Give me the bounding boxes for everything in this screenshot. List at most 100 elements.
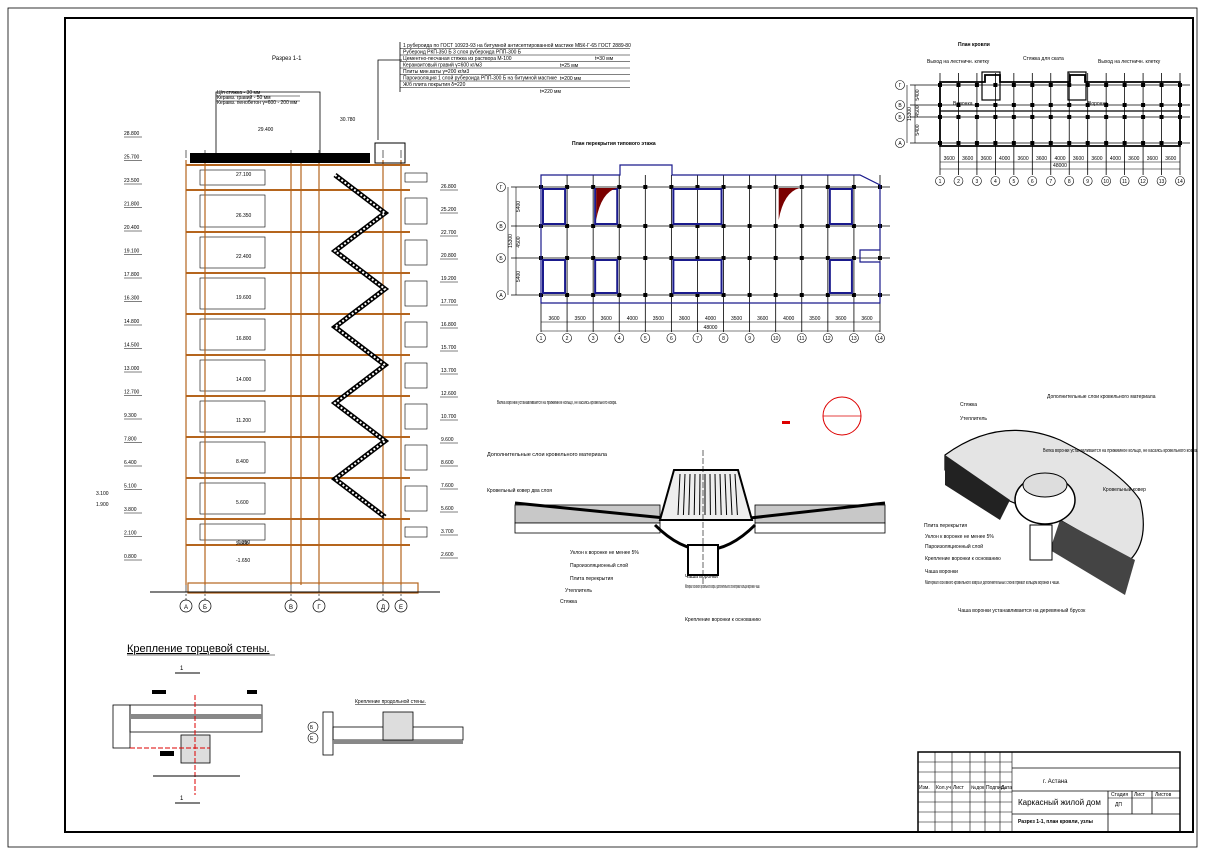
axis-marker bbox=[198, 599, 212, 613]
axis-marker bbox=[990, 176, 1001, 186]
column-node bbox=[747, 293, 752, 297]
project-name: Каркасный жилой дом bbox=[1018, 798, 1101, 807]
window bbox=[199, 277, 266, 310]
axis-marker bbox=[1064, 176, 1075, 186]
balcony bbox=[404, 362, 428, 389]
sheet-title: Разрез 1-1, план кровли, узлы bbox=[1018, 819, 1093, 825]
level-mark: 14.500 bbox=[124, 343, 140, 349]
level-mark: 16.800 bbox=[441, 322, 457, 328]
axis-marker bbox=[895, 112, 905, 122]
column-node bbox=[799, 256, 804, 260]
level-mark: 1.900 bbox=[96, 502, 109, 508]
callout-label: Пароизоляционный слой bbox=[925, 543, 983, 550]
axis-marker bbox=[1009, 176, 1019, 186]
row-axis-label: А bbox=[499, 293, 503, 299]
axis-marker bbox=[895, 138, 905, 148]
roof-plan-title: План кровли bbox=[958, 42, 990, 48]
column-node bbox=[617, 293, 622, 297]
column-node bbox=[1104, 141, 1109, 145]
spec-line: Рубероид РКП-350 Б 3 слоя рубероида РПП-… bbox=[403, 50, 522, 56]
column-node bbox=[721, 224, 726, 228]
drain-cap-icon bbox=[1022, 472, 1068, 498]
level-mark: 5.100 bbox=[124, 484, 137, 490]
callout-label: Чаша воронки bbox=[685, 574, 718, 580]
column-node bbox=[669, 256, 674, 260]
column-node bbox=[747, 256, 752, 260]
axis-marker bbox=[718, 333, 729, 343]
axis-marker bbox=[666, 333, 677, 343]
axis-marker bbox=[640, 333, 651, 343]
level-mark: 5.600 bbox=[441, 506, 454, 512]
slab-panel bbox=[672, 259, 723, 294]
level-mark: 11.200 bbox=[236, 418, 251, 424]
column-node bbox=[617, 185, 622, 189]
section-title: Разрез 1-1 bbox=[272, 56, 302, 62]
col-axis-label: 9 bbox=[748, 336, 751, 342]
column-node bbox=[721, 256, 726, 260]
level-mark: 12.700 bbox=[124, 390, 140, 396]
spec-thickness: t=220 мм bbox=[540, 89, 561, 95]
column-node bbox=[1011, 83, 1016, 87]
span-dim: 3600 bbox=[1165, 156, 1176, 162]
span-dim: 4000 bbox=[1110, 156, 1121, 162]
callout-label: Стяжка bbox=[560, 599, 577, 605]
column-node bbox=[695, 293, 700, 297]
total-dim: 48000 bbox=[1053, 163, 1067, 169]
slab-layer bbox=[754, 522, 886, 534]
axis-marker bbox=[312, 599, 326, 613]
column-node bbox=[773, 293, 778, 297]
column-node bbox=[1048, 141, 1053, 145]
row-dim: 4500 bbox=[915, 105, 921, 116]
axis-marker bbox=[1156, 176, 1167, 186]
drain-rib bbox=[729, 473, 733, 516]
column-node bbox=[1030, 141, 1035, 145]
axis-label: Г bbox=[317, 605, 321, 611]
column-node bbox=[643, 224, 648, 228]
axis-label: В bbox=[289, 605, 293, 611]
long-wall-detail: Крепление продольной стены. Б Е bbox=[307, 698, 464, 756]
callout-label: Материал основного кровельного ковра и д… bbox=[925, 580, 1060, 586]
col-axis-label: 14 bbox=[1177, 179, 1183, 185]
column-node bbox=[1122, 83, 1127, 87]
column-node bbox=[799, 185, 804, 189]
outer-border bbox=[7, 7, 1198, 848]
column-node bbox=[773, 224, 778, 228]
section-1-1: Разрез 1-1 Ц/п стяжка - 30 мм Керамз. гр… bbox=[96, 56, 458, 613]
col-axis-label: 6 bbox=[1031, 179, 1034, 185]
column-node bbox=[1122, 115, 1127, 119]
column-node bbox=[695, 256, 700, 260]
level-mark: 3.100 bbox=[96, 491, 109, 497]
drain-pipe bbox=[1029, 524, 1053, 561]
roof-membrane bbox=[514, 501, 666, 520]
column-node bbox=[747, 185, 752, 189]
drain-rib bbox=[714, 473, 717, 516]
balcony bbox=[404, 485, 428, 512]
row-dim: 5400 bbox=[516, 271, 522, 282]
level-mark: 29.400 bbox=[258, 127, 274, 133]
span-dim: 3600 bbox=[1128, 156, 1139, 162]
balcony bbox=[404, 403, 428, 430]
axis-marker bbox=[849, 333, 859, 343]
level-mark: 19.100 bbox=[124, 249, 140, 255]
level-mark: 3.800 bbox=[124, 507, 137, 513]
column-node bbox=[851, 256, 856, 260]
level-mark: 6.400 bbox=[124, 460, 137, 466]
axis-marker bbox=[496, 182, 506, 192]
level-mark: 26.800 bbox=[441, 184, 457, 190]
column-node bbox=[993, 115, 998, 119]
level-mark: 19.600 bbox=[236, 295, 252, 301]
row-axis-label: А bbox=[898, 141, 902, 147]
span-dim: 3600 bbox=[757, 316, 768, 322]
window bbox=[199, 441, 266, 474]
column-node bbox=[591, 185, 596, 189]
column-node bbox=[1067, 141, 1072, 145]
level-mark: 7.600 bbox=[441, 483, 454, 489]
column-node bbox=[1048, 83, 1053, 87]
column-node bbox=[1085, 103, 1090, 107]
slab-core bbox=[333, 740, 463, 744]
row-dim: 4500 bbox=[516, 236, 522, 247]
floor-plan-title: План перекрытия типового этажа bbox=[572, 141, 656, 147]
callout-label: Плита перекрытия bbox=[570, 576, 613, 582]
col-axis-label: 10 bbox=[773, 336, 779, 342]
